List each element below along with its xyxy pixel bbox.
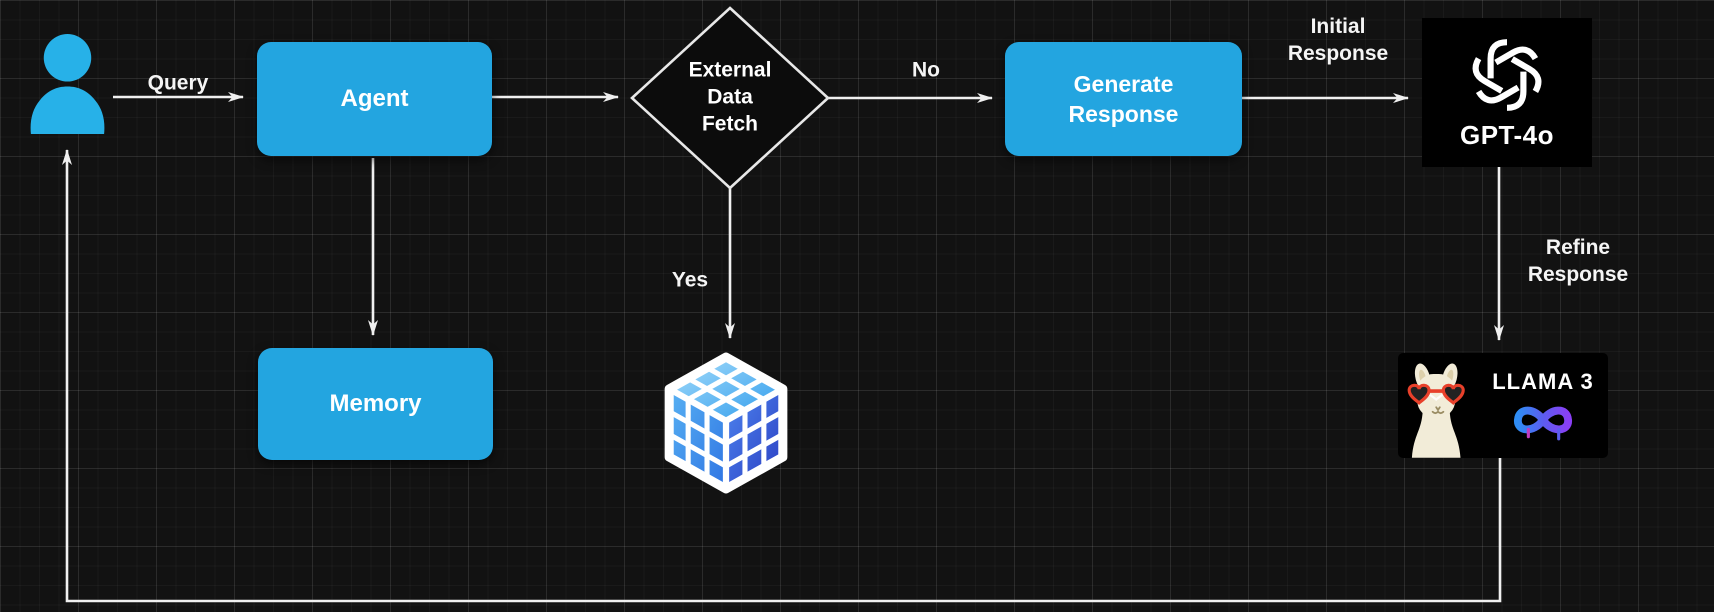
edge-refine-response-label: Refine Response bbox=[1528, 234, 1628, 288]
edge-no-label: No bbox=[912, 58, 940, 82]
llama-icon bbox=[1407, 363, 1465, 458]
edge-initial-response-label: Initial Response bbox=[1288, 13, 1388, 67]
node-gpt4o: GPT-4o bbox=[1422, 18, 1592, 167]
edge-feedback-loop-arrow bbox=[62, 149, 1502, 603]
edge-query-label: Query bbox=[147, 71, 209, 95]
node-generate-response: Generate Response bbox=[1005, 42, 1242, 156]
decision-label-line1: External bbox=[688, 58, 772, 82]
node-generate-label-line2: Response bbox=[1068, 101, 1179, 127]
refine-response-line1: Refine bbox=[1545, 236, 1611, 259]
node-llama3-label: LLAMA 3 bbox=[1492, 368, 1594, 394]
refine-response-line2: Response bbox=[1527, 263, 1629, 286]
node-agent: Agent bbox=[257, 42, 492, 156]
node-agent-label: Agent bbox=[340, 85, 409, 112]
openai-logo-icon bbox=[1472, 39, 1542, 111]
user-icon bbox=[30, 34, 105, 134]
meta-logo-icon bbox=[1514, 406, 1572, 440]
heart-sunglasses-icon bbox=[1407, 383, 1465, 406]
decision-label-line3: Fetch bbox=[701, 112, 758, 136]
node-memory-label: Memory bbox=[329, 390, 422, 417]
edge-yes-label: Yes bbox=[671, 268, 709, 292]
node-decision-label: External Data Fetch bbox=[689, 57, 772, 138]
node-memory: Memory bbox=[258, 348, 493, 460]
initial-response-line2: Response bbox=[1287, 42, 1389, 65]
decision-diamond-shape bbox=[630, 6, 830, 190]
node-llama3: LLAMA 3 bbox=[1398, 353, 1608, 458]
decision-label-line2: Data bbox=[707, 85, 753, 109]
node-generate-label-line1: Generate bbox=[1073, 71, 1174, 97]
node-gpt4o-label: GPT-4o bbox=[1459, 120, 1554, 150]
rubik-cube-icon bbox=[664, 352, 788, 494]
initial-response-line1: Initial bbox=[1310, 15, 1366, 38]
